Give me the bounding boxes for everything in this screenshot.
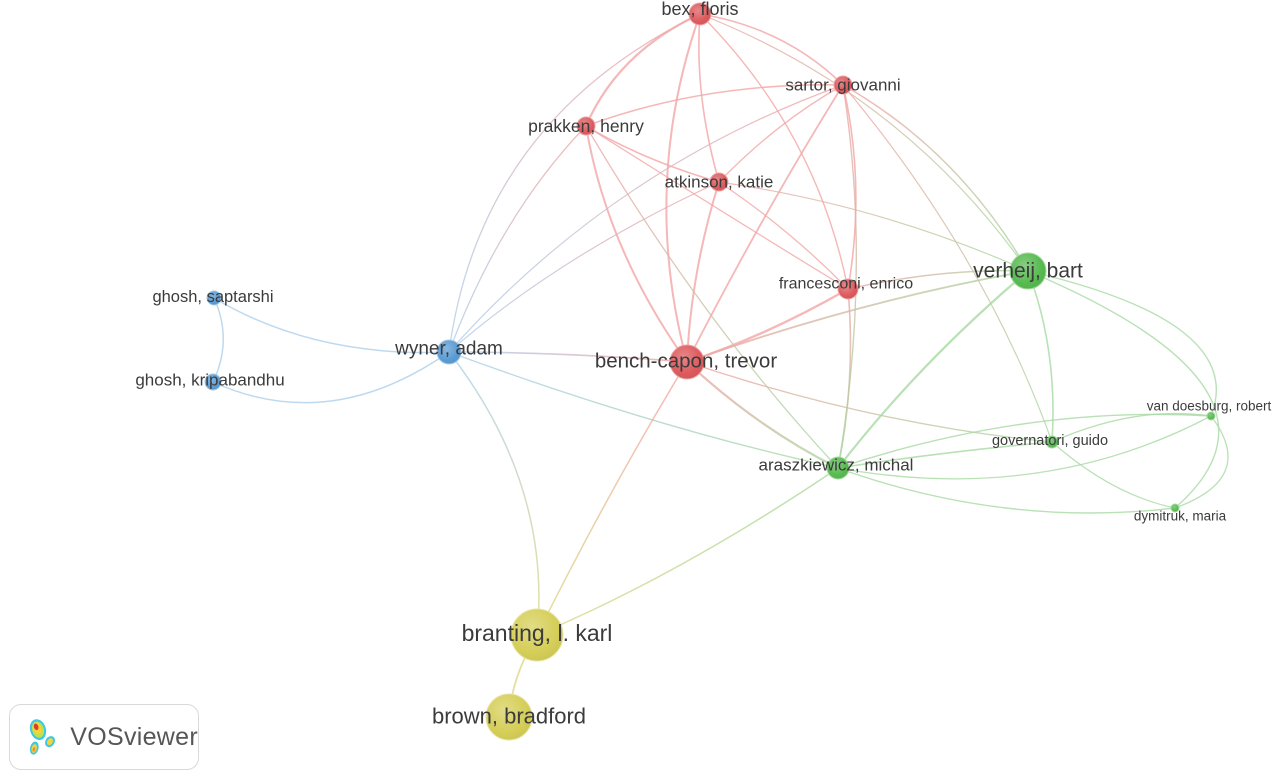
edge-wyner-bex bbox=[448, 13, 701, 353]
edge-bex-verheij bbox=[699, 13, 1029, 272]
edge-bex-atkinson bbox=[698, 13, 720, 183]
node-bench[interactable] bbox=[669, 344, 705, 380]
node-ghoshk[interactable] bbox=[204, 373, 222, 391]
node-label-dym[interactable]: dymitruk, maria bbox=[1134, 509, 1227, 524]
node-label-bex[interactable]: bex, floris bbox=[661, 0, 738, 19]
edge-sartor-verheij bbox=[842, 84, 1029, 272]
node-label-francesconi[interactable]: francesconi, enrico bbox=[779, 276, 913, 293]
node-label-brown[interactable]: brown, bradford bbox=[432, 704, 586, 729]
edge-arasz-branting bbox=[536, 467, 839, 636]
vosviewer-logo-icon bbox=[29, 719, 55, 755]
node-label-wyner[interactable]: wyner, adam bbox=[394, 339, 503, 360]
edge-bench-gov bbox=[686, 361, 1053, 443]
node-francesconi[interactable] bbox=[837, 278, 859, 300]
node-atkinson[interactable] bbox=[709, 172, 729, 192]
edge-bex-francesconi bbox=[699, 13, 849, 290]
edge-wyner-sartor bbox=[448, 84, 844, 353]
node-vand[interactable] bbox=[1206, 411, 1216, 421]
node-branting[interactable] bbox=[510, 608, 564, 662]
edge-bench-arasz bbox=[685, 360, 840, 470]
node-prakken[interactable] bbox=[576, 116, 596, 136]
edge-atkinson-verheij bbox=[718, 181, 1029, 272]
edge-prakken-atkinson bbox=[585, 125, 720, 183]
edge-francesconi-arasz bbox=[837, 288, 852, 469]
edge-atkinson-bench bbox=[686, 181, 720, 363]
node-label-prakken[interactable]: prakken, henry bbox=[528, 116, 644, 136]
edge-sartor-gov bbox=[842, 84, 1053, 443]
edge-francesconi-verheij bbox=[847, 269, 1029, 290]
edge-ghoshk-wyner bbox=[212, 351, 450, 404]
edge-arasz-dym bbox=[837, 467, 1176, 514]
edge-verheij-vand bbox=[1027, 270, 1217, 417]
edge-gov-dym bbox=[1051, 441, 1176, 509]
edge-sartor-atkinson bbox=[718, 84, 844, 183]
edge-wyner-atkinson bbox=[448, 181, 720, 353]
node-label-gov[interactable]: governatori, guido bbox=[992, 433, 1108, 449]
node-label-ghoshk[interactable]: ghosh, kripabandhu bbox=[135, 371, 284, 390]
node-label-vand[interactable]: van doesburg, robert bbox=[1147, 399, 1272, 414]
node-label-sartor[interactable]: sartor, giovanni bbox=[785, 76, 900, 95]
edge-gov-vand bbox=[1051, 412, 1212, 443]
edge-sartor-bench bbox=[686, 84, 844, 363]
node-dym[interactable] bbox=[1170, 503, 1180, 513]
node-sartor[interactable] bbox=[833, 75, 853, 95]
edge-bench-branting bbox=[536, 361, 688, 636]
edge-bench-verheij bbox=[686, 270, 1029, 363]
edge-wyner-prakken bbox=[448, 125, 587, 353]
edge-bex-bench bbox=[665, 13, 701, 363]
node-label-arasz[interactable]: araszkiewicz, michal bbox=[759, 456, 914, 475]
edge-sartor-francesconi bbox=[842, 84, 857, 290]
node-wyner[interactable] bbox=[436, 339, 462, 365]
edge-verheij-gov bbox=[1027, 270, 1054, 443]
node-label-bench[interactable]: bench-capon, trevor bbox=[595, 350, 778, 373]
node-verheij[interactable] bbox=[1009, 252, 1047, 290]
edge-verheij-dym bbox=[1027, 270, 1220, 509]
node-label-atkinson[interactable]: atkinson, katie bbox=[665, 173, 774, 192]
node-label-verheij[interactable]: verheij, bart bbox=[973, 260, 1083, 283]
edge-prakken-bench bbox=[585, 125, 688, 363]
edge-wyner-arasz bbox=[448, 351, 839, 469]
edge-wyner-branting bbox=[448, 351, 540, 636]
edge-arasz-vand bbox=[837, 415, 1212, 480]
node-gov[interactable] bbox=[1045, 435, 1059, 449]
node-bex[interactable] bbox=[688, 2, 712, 26]
edge-verheij-arasz bbox=[836, 269, 1030, 470]
node-label-branting[interactable]: branting, l. karl bbox=[462, 620, 613, 646]
node-ghoshs[interactable] bbox=[206, 290, 222, 306]
node-arasz[interactable] bbox=[826, 456, 850, 480]
node-brown[interactable] bbox=[485, 693, 533, 741]
edge-sartor-prakken bbox=[585, 84, 844, 127]
edge-arasz-gov bbox=[837, 441, 1053, 469]
edge-prakken-francesconi bbox=[585, 125, 849, 290]
vosviewer-logo: VOSviewer bbox=[9, 704, 199, 770]
edge-ghoshs-wyner bbox=[213, 297, 450, 354]
edge-vand-dym bbox=[1174, 415, 1229, 509]
node-label-ghoshs[interactable]: ghosh, saptarshi bbox=[152, 288, 273, 306]
edge-prakken-arasz bbox=[585, 125, 839, 469]
edge-wyner-bench bbox=[448, 351, 688, 363]
edge-atkinson-francesconi bbox=[718, 181, 849, 290]
vosviewer-logo-text: VOSviewer bbox=[70, 722, 198, 751]
edge-bex-sartor bbox=[699, 13, 844, 86]
edge-ghoshs-ghoshk bbox=[212, 297, 224, 383]
